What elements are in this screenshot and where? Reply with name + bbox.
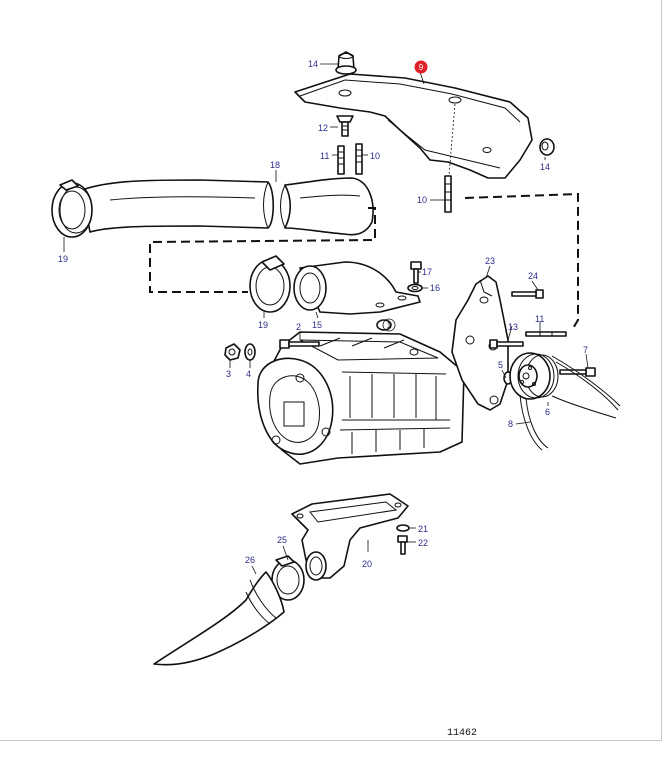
callout-11-top: 11 (320, 151, 329, 161)
bolt-part-24 (511, 289, 544, 299)
callout-9[interactable]: 9 (419, 63, 424, 72)
bolt-part-2 (279, 339, 320, 349)
nut-part-3 (224, 343, 241, 361)
supercharger-part-1 (257, 319, 465, 465)
callout-8: 8 (508, 419, 513, 429)
leader-lines (63, 63, 589, 575)
stud-part-10-upper (355, 143, 363, 175)
callout-5: 5 (498, 360, 503, 370)
callout-25: 25 (277, 535, 287, 545)
cap-part-14-top (335, 51, 357, 75)
bolt-part-22 (397, 535, 408, 555)
washer-part-21 (396, 524, 410, 532)
clamp-part-19-right (249, 255, 291, 313)
callout-14-right: 14 (540, 162, 550, 172)
callout-18: 18 (270, 160, 280, 170)
elbow-part-15 (293, 261, 421, 315)
callout-19-right: 19 (258, 320, 268, 330)
callout-14-top: 14 (308, 59, 318, 69)
bolt-part-17 (410, 261, 422, 284)
callout-10-lower: 10 (417, 195, 427, 205)
callout-labels: 14 9 12 11 10 14 18 10 19 23 17 16 24 19… (58, 59, 588, 569)
clamp-part-19-left (51, 179, 93, 238)
route-line-right (464, 192, 579, 331)
callout-24: 24 (528, 271, 538, 281)
callout-10-top: 10 (370, 151, 380, 161)
hose-part-18 (81, 177, 374, 236)
belt-part-8 (519, 355, 621, 451)
callout-2: 2 (296, 322, 301, 332)
callout-16: 16 (430, 283, 440, 293)
bolt-part-13 (489, 339, 524, 349)
callout-6: 6 (545, 407, 550, 417)
callout-13: 13 (508, 322, 518, 332)
callout-9-highlight[interactable] (414, 60, 428, 74)
callout-17: 17 (422, 267, 432, 277)
hose-part-26 (153, 571, 285, 666)
callout-11-right: 11 (535, 314, 544, 324)
callout-7: 7 (583, 345, 588, 355)
callout-23: 23 (485, 256, 495, 266)
callout-4: 4 (246, 369, 251, 379)
bracket-part-9 (294, 73, 533, 179)
elbow-part-20 (291, 493, 409, 581)
callout-3: 3 (226, 369, 231, 379)
bolt-part-12 (336, 115, 354, 137)
washer-part-16 (407, 283, 423, 293)
callout-22: 22 (418, 538, 428, 548)
bolt-part-11-right (525, 331, 567, 337)
callout-20: 20 (362, 559, 372, 569)
callout-15: 15 (312, 320, 322, 330)
cap-part-14-right (539, 138, 555, 156)
washer-part-4 (244, 343, 256, 361)
callout-1-ring (382, 318, 396, 332)
callout-12: 12 (318, 123, 328, 133)
drawing-number: 11462 (447, 728, 477, 739)
stud-part-11 (337, 145, 345, 175)
route-line-left (149, 207, 376, 293)
pulley-part-6 (509, 352, 559, 400)
callout-19-left: 19 (58, 254, 68, 264)
callout-1: 1 (387, 321, 392, 330)
stud-part-10-lower (444, 175, 452, 213)
callout-26: 26 (245, 555, 255, 565)
callout-21: 21 (418, 524, 428, 534)
